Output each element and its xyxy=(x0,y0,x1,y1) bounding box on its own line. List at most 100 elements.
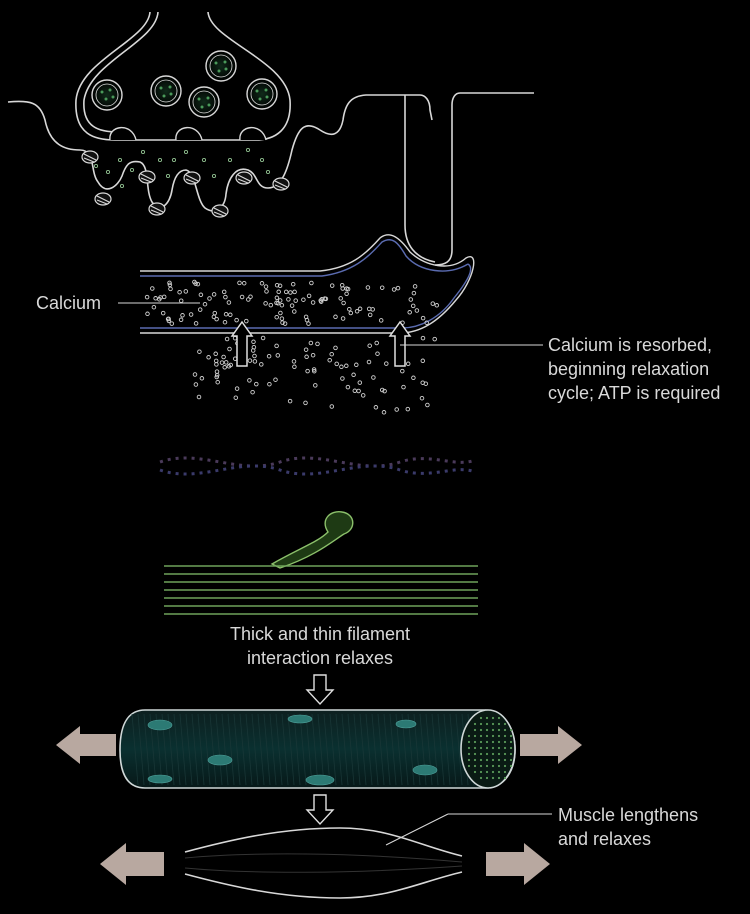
calcium-ion xyxy=(214,362,219,367)
calcium-ion xyxy=(268,302,274,308)
calcium-ion xyxy=(420,315,426,321)
calcium-ion xyxy=(237,280,242,286)
calcium-ion xyxy=(365,285,371,290)
calcium-ion xyxy=(212,310,218,316)
calcium-ion xyxy=(239,294,245,300)
calcium-ion xyxy=(228,362,233,368)
calcium-ion xyxy=(279,302,285,308)
calcium-ion xyxy=(178,317,184,323)
calcium-ion xyxy=(290,281,296,287)
calcium-ion xyxy=(206,355,211,360)
calcium-ion xyxy=(322,296,328,301)
calcium-ion xyxy=(310,300,316,305)
calcium-ion xyxy=(344,363,349,369)
calcium-ion xyxy=(274,300,279,306)
calcium-ion xyxy=(252,353,257,359)
calcium-ion xyxy=(158,295,163,300)
calcium-ion xyxy=(224,336,230,342)
calcium-ion xyxy=(412,284,418,289)
calcium-ion xyxy=(310,352,316,358)
calcium-ion xyxy=(289,303,295,308)
calcium-ion xyxy=(263,301,268,306)
calcium-ion xyxy=(214,372,220,378)
calcium-ion xyxy=(180,313,185,318)
calcium-ion xyxy=(223,311,229,317)
thick-filament xyxy=(164,565,478,615)
muscle-label-line2: and relaxes xyxy=(558,829,652,849)
calcium-ion xyxy=(251,339,256,345)
calcium-ion xyxy=(214,316,219,322)
calcium-ion xyxy=(360,393,366,398)
receptor-icon xyxy=(235,171,253,185)
calcium-ion xyxy=(384,361,389,366)
calcium-ion xyxy=(260,335,266,341)
calcium-ion xyxy=(373,405,379,410)
calcium-ion xyxy=(192,372,198,377)
calcium-ion xyxy=(420,358,426,364)
calcium-ion xyxy=(153,296,158,301)
muscle-label-line1: Muscle lengthens xyxy=(558,805,699,825)
calcium-ion xyxy=(309,280,314,286)
calcium-ion xyxy=(228,312,233,318)
calcium-ion xyxy=(219,360,225,365)
calcium-ion xyxy=(183,289,189,294)
filament-label-line2: interaction relaxes xyxy=(246,648,394,668)
calcium-ion xyxy=(211,292,217,297)
calcium-ion xyxy=(357,380,363,385)
relaxed-muscle xyxy=(184,827,463,899)
calcium-ion xyxy=(280,320,285,325)
receptor-icon xyxy=(94,192,112,206)
t-tubule xyxy=(404,92,534,266)
synaptic-vesicle-icon xyxy=(188,86,220,118)
calcium-ion xyxy=(407,310,412,315)
calcium-ion xyxy=(221,289,227,295)
sarcoplasmic-reticulum xyxy=(140,234,475,334)
calcium-ion xyxy=(293,298,298,303)
calcium-ion xyxy=(424,320,429,325)
calcium-ion xyxy=(434,303,440,308)
resorbed-label-line2: beginning relaxation xyxy=(548,359,710,379)
calcium-ion xyxy=(374,340,379,346)
calcium-ion xyxy=(259,281,265,286)
calcium-ion xyxy=(305,368,310,374)
synaptic-vesicle-icon xyxy=(91,79,123,111)
calcium-ion xyxy=(329,351,334,357)
calcium-ion xyxy=(311,367,317,372)
calcium-ion xyxy=(215,379,220,385)
calcium-ion xyxy=(354,362,359,368)
calcium-ion xyxy=(213,351,218,357)
axon-terminal xyxy=(75,11,291,141)
calcium-ion xyxy=(318,299,324,304)
calcium-ion xyxy=(169,321,175,326)
calcium-ion xyxy=(379,387,385,393)
calcium-ion xyxy=(400,368,405,374)
calcium-ion xyxy=(177,289,182,295)
calcium-ion xyxy=(252,359,258,364)
calcium-ion xyxy=(301,297,306,302)
calcium-ion xyxy=(263,284,269,289)
muscle-fiber xyxy=(119,709,516,789)
calcium-ion xyxy=(274,295,280,301)
calcium-ion xyxy=(329,283,335,288)
calcium-ion xyxy=(275,353,281,358)
thin-filament xyxy=(159,456,476,476)
fiber-nuclei xyxy=(147,714,438,786)
calcium-ion xyxy=(197,349,202,354)
calcium-ion xyxy=(167,282,173,288)
calcium-ion xyxy=(288,290,293,295)
calcium-ion xyxy=(165,316,171,322)
calcium-ion xyxy=(145,311,150,317)
calcium-ion xyxy=(196,394,202,400)
calcium-ion xyxy=(366,306,372,312)
calcium-ion xyxy=(340,316,346,321)
calcium-ion xyxy=(274,343,279,349)
calcium-ion xyxy=(394,407,399,412)
calcium-ion xyxy=(211,314,217,320)
calcium-label: Calcium xyxy=(36,293,102,313)
calcium-ion xyxy=(283,289,289,295)
calcium-ion xyxy=(167,280,172,286)
calcium-ion xyxy=(371,375,376,380)
calcium-ion xyxy=(241,280,247,286)
calcium-ion xyxy=(401,384,406,390)
calcium-ion xyxy=(274,282,280,288)
